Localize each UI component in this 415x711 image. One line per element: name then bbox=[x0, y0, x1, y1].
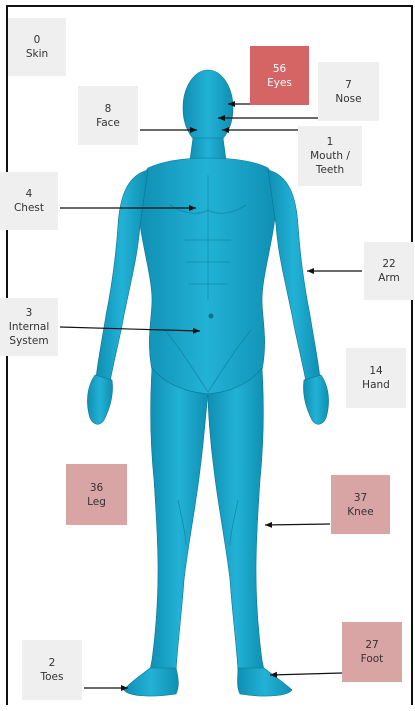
right-leg bbox=[208, 368, 264, 670]
face-count: 8 bbox=[105, 102, 112, 116]
hand-count: 14 bbox=[369, 364, 382, 378]
face-name: Face bbox=[96, 116, 120, 130]
head bbox=[183, 70, 233, 146]
label-leg: 36 Leg bbox=[66, 464, 127, 525]
chest-name: Chest bbox=[14, 201, 44, 215]
neck bbox=[190, 138, 226, 160]
label-face: 8 Face bbox=[78, 86, 138, 145]
arm-name: Arm bbox=[378, 271, 400, 285]
left-leg bbox=[150, 368, 208, 670]
knee-name: Knee bbox=[347, 505, 373, 519]
label-eyes: 56 Eyes bbox=[250, 46, 309, 105]
leg-count: 36 bbox=[90, 481, 103, 495]
label-mouth-teeth: 1 Mouth / Teeth bbox=[298, 126, 362, 186]
arrow-foot bbox=[270, 673, 342, 675]
left-arm bbox=[96, 170, 148, 382]
chest-count: 4 bbox=[26, 187, 33, 201]
hand-name: Hand bbox=[362, 378, 390, 392]
label-chest: 4 Chest bbox=[0, 172, 58, 230]
label-toes: 2 Toes bbox=[22, 640, 82, 700]
internal-count: 3 bbox=[26, 306, 33, 320]
right-arm bbox=[268, 170, 320, 382]
right-hand bbox=[303, 375, 328, 424]
label-nose: 7 Nose bbox=[318, 62, 379, 121]
arrow-knee bbox=[265, 524, 330, 525]
nose-name: Nose bbox=[335, 92, 361, 106]
left-foot bbox=[124, 668, 178, 696]
torso bbox=[138, 158, 276, 394]
navel bbox=[209, 314, 214, 319]
right-foot bbox=[238, 668, 293, 696]
label-arm: 22 Arm bbox=[364, 242, 414, 300]
leg-name: Leg bbox=[87, 495, 106, 509]
left-hand bbox=[87, 375, 112, 424]
label-skin: 0 Skin bbox=[8, 18, 66, 76]
nose-count: 7 bbox=[345, 78, 352, 92]
toes-count: 2 bbox=[49, 656, 56, 670]
skin-name: Skin bbox=[26, 47, 48, 61]
eyes-name: Eyes bbox=[267, 76, 292, 90]
body-silhouette bbox=[87, 70, 328, 696]
foot-count: 27 bbox=[365, 638, 378, 652]
foot-name: Foot bbox=[361, 652, 384, 666]
toes-name: Toes bbox=[41, 670, 64, 684]
label-hand: 14 Hand bbox=[346, 348, 406, 408]
knee-count: 37 bbox=[354, 491, 367, 505]
arm-count: 22 bbox=[382, 257, 395, 271]
mouth-name-line2: Teeth bbox=[316, 163, 344, 177]
eyes-count: 56 bbox=[273, 62, 286, 76]
label-foot: 27 Foot bbox=[342, 622, 402, 682]
mouth-count: 1 bbox=[327, 135, 334, 149]
internal-name-line1: Internal bbox=[9, 320, 49, 334]
skin-count: 0 bbox=[34, 33, 41, 47]
internal-name-line2: System bbox=[9, 334, 48, 348]
mouth-name-line1: Mouth / bbox=[310, 149, 350, 163]
label-knee: 37 Knee bbox=[331, 475, 390, 534]
label-internal-system: 3 Internal System bbox=[0, 298, 58, 356]
